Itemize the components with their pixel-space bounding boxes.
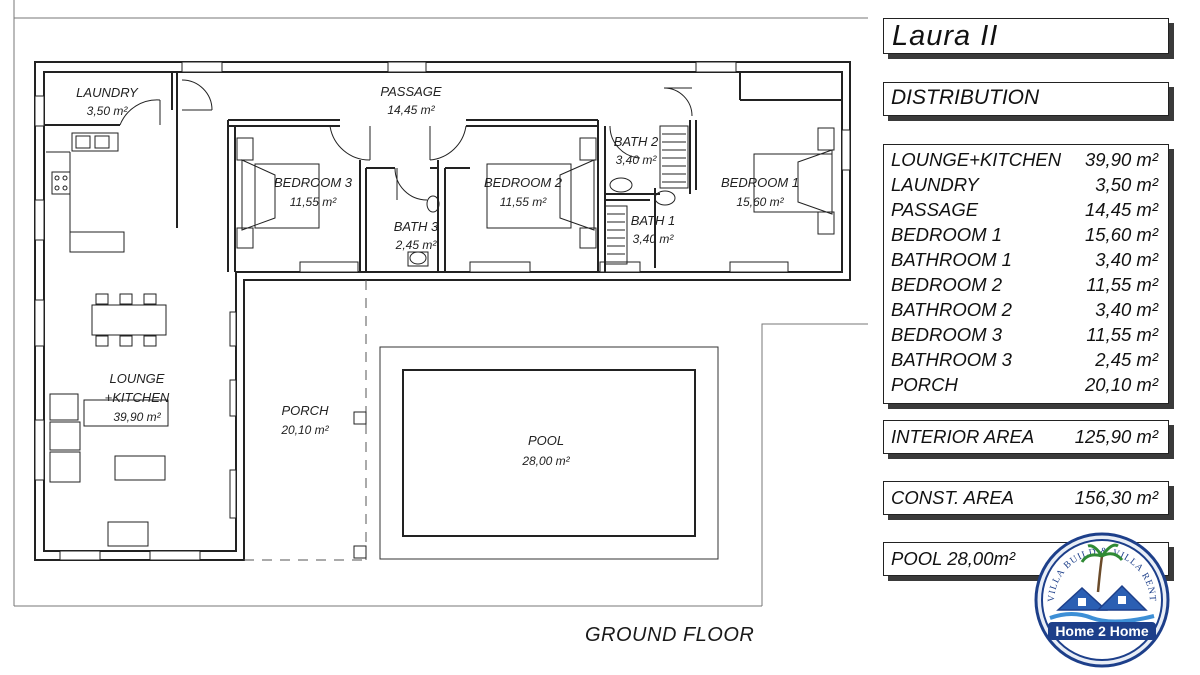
area-name: PASSAGE bbox=[891, 199, 979, 220]
area-value: 39,90 m² bbox=[1084, 149, 1158, 170]
distribution-heading: DISTRIBUTION bbox=[891, 86, 1040, 109]
area-row: BATHROOM 2 3,40 m² bbox=[891, 297, 1158, 322]
interior-walls bbox=[44, 72, 842, 272]
laundry-label: LAUNDRY bbox=[76, 85, 139, 100]
bedroom1-label: BEDROOM 1 bbox=[721, 175, 799, 190]
area-name: LAUNDRY bbox=[891, 174, 979, 195]
area-row: LOUNGE+KITCHEN 39,90 m² bbox=[891, 147, 1158, 172]
area-row: BATHROOM 1 3,40 m² bbox=[891, 247, 1158, 272]
plan-title: Laura II bbox=[892, 20, 999, 52]
kitchen-label: +KITCHEN bbox=[105, 390, 170, 405]
bath2-label: BATH 2 bbox=[614, 134, 659, 149]
logo-name: Home 2 Home bbox=[1055, 623, 1149, 639]
area-row: BEDROOM 3 11,55 m² bbox=[891, 322, 1158, 347]
area-row: PASSAGE 14,45 m² bbox=[891, 197, 1158, 222]
area-value: 15,60 m² bbox=[1084, 224, 1158, 245]
area-value: 3,40 m² bbox=[1095, 249, 1158, 270]
area-name: BATHROOM 1 bbox=[891, 249, 1012, 270]
const-area-label: CONST. AREA bbox=[891, 487, 1015, 508]
exterior-walls bbox=[34, 61, 851, 561]
areas-panel: LOUNGE+KITCHEN 39,90 m² LAUNDRY 3,50 m² PA… bbox=[883, 144, 1169, 404]
bath2-area: 3,40 m² bbox=[616, 153, 658, 167]
const-area-value: 156,30 m² bbox=[1074, 487, 1158, 508]
lounge-area: 39,90 m² bbox=[113, 410, 161, 424]
bedroom3-label: BEDROOM 3 bbox=[274, 175, 353, 190]
area-name: LOUNGE+KITCHEN bbox=[891, 149, 1062, 170]
bedroom3-area: 11,55 m² bbox=[290, 195, 337, 209]
area-name: BATHROOM 2 bbox=[891, 299, 1012, 320]
area-name: PORCH bbox=[891, 374, 958, 395]
bedroom2-label: BEDROOM 2 bbox=[484, 175, 563, 190]
interior-area-value: 125,90 m² bbox=[1074, 426, 1158, 447]
area-row: BATHROOM 3 2,45 m² bbox=[891, 347, 1158, 372]
passage-label: PASSAGE bbox=[380, 84, 442, 99]
bath3-area: 2,45 m² bbox=[395, 238, 438, 252]
area-value: 11,55 m² bbox=[1086, 274, 1158, 295]
area-value: 3,50 m² bbox=[1095, 174, 1158, 195]
const-area-panel: CONST. AREA 156,30 m² bbox=[883, 481, 1169, 515]
area-value: 11,55 m² bbox=[1086, 324, 1158, 345]
passage-area: 14,45 m² bbox=[387, 103, 435, 117]
area-name: BEDROOM 1 bbox=[891, 224, 1003, 245]
area-name: BEDROOM 2 bbox=[891, 274, 1003, 295]
pool-label: POOL bbox=[528, 433, 564, 448]
floor-plan: LAUNDRY 3,50 m² PASSAGE 14,45 m² BEDROOM… bbox=[13, 0, 868, 607]
pool-area-summary: POOL 28,00m² bbox=[891, 548, 1016, 569]
pool-deck bbox=[379, 346, 719, 560]
home2home-logo: VILLA BUILD & VILLA RENT Home 2 Home bbox=[1034, 532, 1170, 668]
bedroom2-area: 11,55 m² bbox=[500, 195, 547, 209]
lounge-label: LOUNGE bbox=[110, 371, 165, 386]
bath1-area: 3,40 m² bbox=[633, 232, 675, 246]
bath1-label: BATH 1 bbox=[631, 213, 676, 228]
area-row: BEDROOM 2 11,55 m² bbox=[891, 272, 1158, 297]
area-value: 14,45 m² bbox=[1084, 199, 1158, 220]
area-row: PORCH 20,10 m² bbox=[891, 372, 1158, 397]
distribution-panel: DISTRIBUTION bbox=[883, 82, 1169, 116]
interior-area-label: INTERIOR AREA bbox=[891, 426, 1035, 447]
bath3-label: BATH 3 bbox=[394, 219, 439, 234]
area-value: 3,40 m² bbox=[1095, 299, 1158, 320]
area-name: BATHROOM 3 bbox=[891, 349, 1012, 370]
pool bbox=[402, 369, 696, 537]
floor-label: GROUND FLOOR bbox=[585, 624, 755, 646]
area-row: BEDROOM 1 15,60 m² bbox=[891, 222, 1158, 247]
laundry-area: 3,50 m² bbox=[87, 104, 129, 118]
porch-label: PORCH bbox=[282, 403, 330, 418]
porch-area: 20,10 m² bbox=[280, 423, 329, 437]
area-value: 2,45 m² bbox=[1095, 349, 1158, 370]
area-row: LAUNDRY 3,50 m² bbox=[891, 172, 1158, 197]
area-value: 20,10 m² bbox=[1084, 374, 1158, 395]
area-name: BEDROOM 3 bbox=[891, 324, 1003, 345]
bedroom1-area: 15,60 m² bbox=[736, 195, 784, 209]
pool-area: 28,00 m² bbox=[521, 454, 570, 468]
interior-area-panel: INTERIOR AREA 125,90 m² bbox=[883, 420, 1169, 454]
title-panel: Laura II bbox=[883, 18, 1169, 54]
